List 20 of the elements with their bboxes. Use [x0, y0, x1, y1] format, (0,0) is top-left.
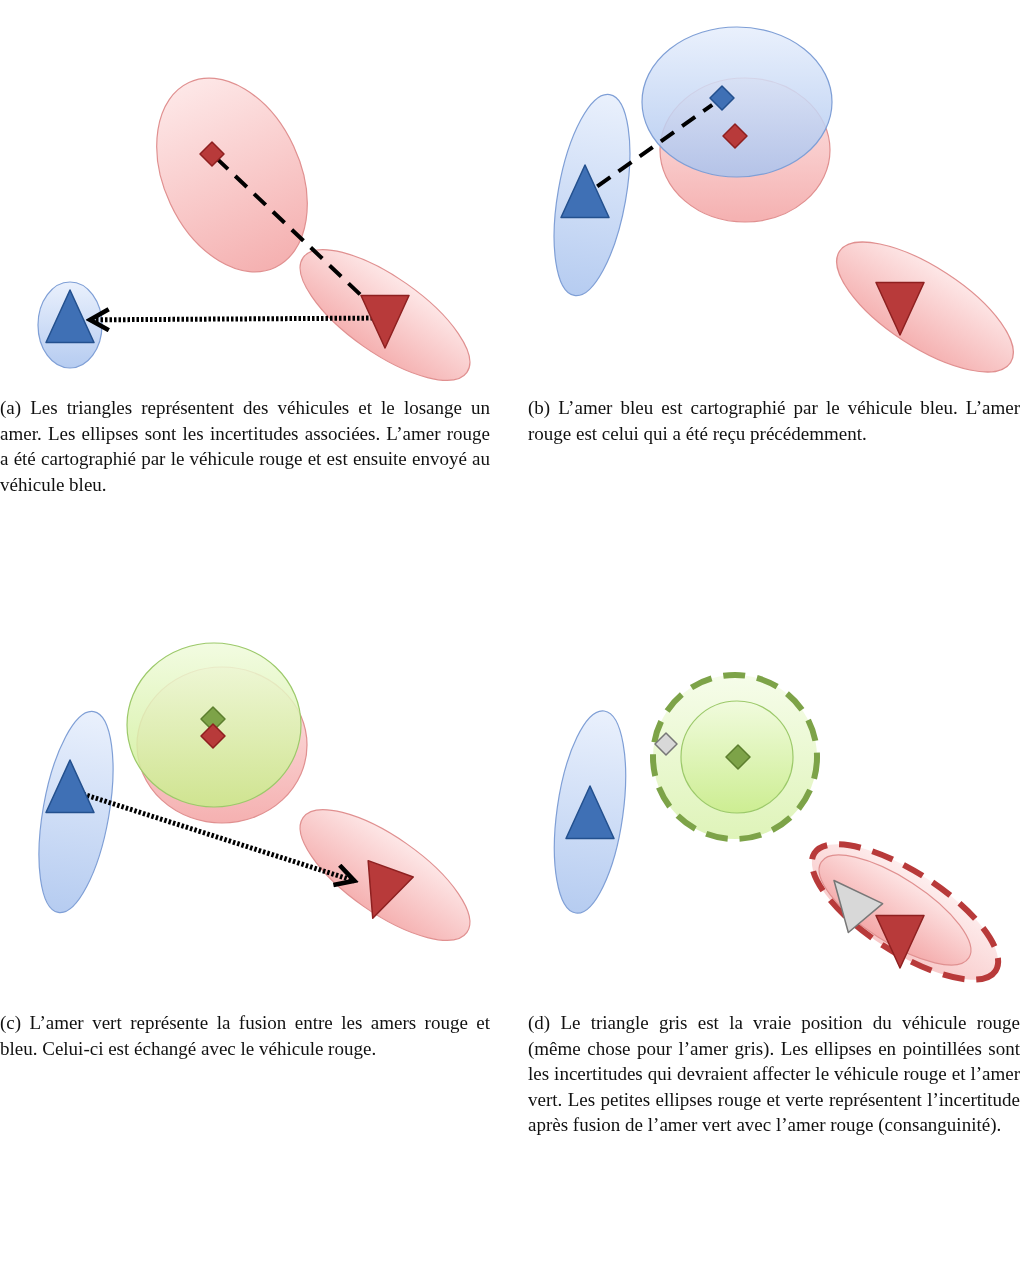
subfigure-caption: (c) L’amer vert représente la fusion entre les amers rouge et bleu. Celui-ci est échangé avec le véhicule rouge.	[0, 1011, 490, 1061]
landmark-diamond	[725, 744, 751, 770]
vehicle-triangle	[560, 164, 610, 219]
landmark-diamond	[709, 85, 735, 111]
landmark-diamond	[200, 723, 226, 749]
subfigure-caption: (a) Les triangles représentent des véhicules et le losange un amer. Les ellipses sont les incertitudes associées. L’amer rouge a été cartographié par le véhicule rouge et est ensuite envoyé au véhicule bleu.	[0, 396, 490, 497]
vehicle-triangle	[833, 879, 884, 934]
vehicle-triangle	[367, 859, 414, 919]
vehicle-triangle	[875, 914, 925, 969]
subfigure-caption: (b) L’amer bleu est cartographié par le véhicule bleu. L’amer rouge est celui qui a été reçu précédemment.	[528, 396, 1020, 446]
vehicle-triangle	[875, 281, 925, 336]
landmark-diamond	[722, 123, 748, 149]
subfigure-caption: (d) Le triangle gris est la vraie position du véhicule rouge (même chose pour l’amer gris). Les ellipses en pointillées sont les incertitudes qui devraient affecter le véhicule rouge et l’amer vert. Les petites ellipses rouge et verte représentent l’incertitude après fusion de l’amer vert avec l’amer rouge (consanguinité).	[528, 1011, 1020, 1137]
landmark-diamond	[654, 732, 678, 756]
vehicle-triangle	[45, 289, 95, 344]
vehicle-triangle	[360, 294, 410, 349]
vehicle-triangle	[45, 759, 95, 814]
connector-line	[596, 103, 714, 188]
vehicle-triangle	[565, 785, 615, 840]
landmark-diamond	[199, 141, 225, 167]
